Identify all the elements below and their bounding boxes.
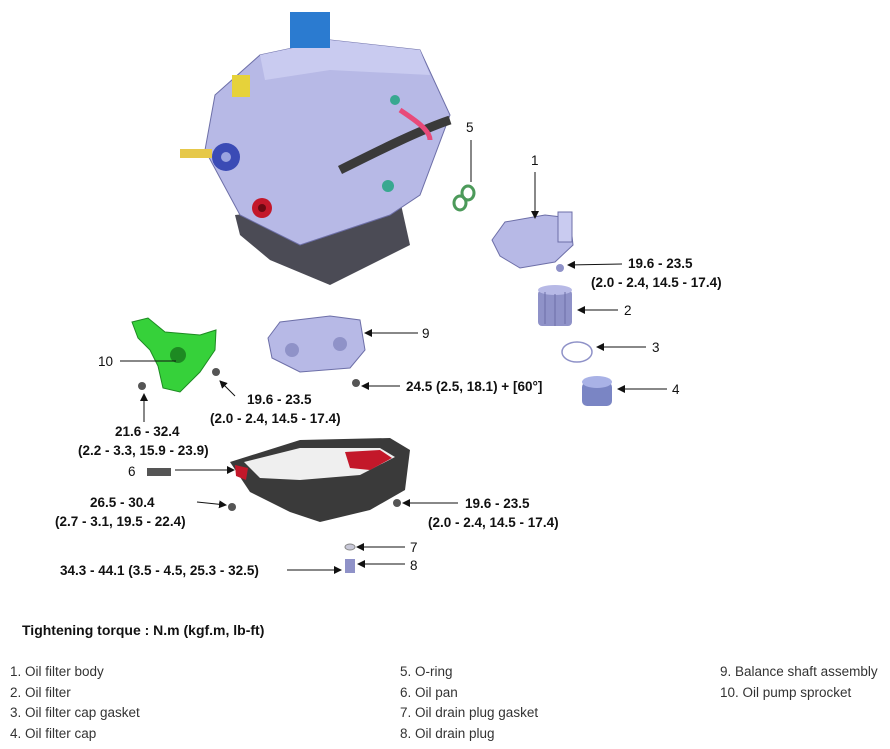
leader-line-sprocket-right-torque [219,380,236,397]
oil-filter-cap-gasket-part [561,341,593,363]
torque-filter-body-line1: 19.6 - 23.5 [628,256,693,271]
callout-2: 2 [624,303,632,318]
callout-8: 8 [410,558,418,573]
legend-column-1: 1. Oil filter body 2. Oil filter 3. Oil … [10,662,140,744]
o-ring-part [452,184,476,212]
oil-filter-body-part [491,211,574,272]
legend-item: 2. Oil filter [10,684,71,700]
callout-10: 10 [98,354,113,369]
legend-item: 1. Oil filter body [10,664,104,679]
oil-filter-part [538,285,572,326]
torque-sprocket-right-line1: 19.6 - 23.5 [247,392,312,407]
legend-item: 10. Oil pump sprocket [720,684,852,700]
torque-sprocket-right-line2: (2.0 - 2.4, 14.5 - 17.4) [210,411,341,426]
torque-oil-pan-left-line2: (2.7 - 3.1, 19.5 - 22.4) [55,514,186,529]
legend-item: 9. Balance shaft assembly [720,664,878,679]
callout-3: 3 [652,340,660,355]
balance-shaft-assembly-part [267,315,366,387]
engine-assembly [180,12,452,285]
oil-filter-cap-part [582,376,612,406]
callout-1: 1 [531,153,539,168]
legend-column-2: 5. O-ring 6. Oil pan 7. Oil drain plug g… [400,662,538,744]
legend-item: 7. Oil drain plug gasket [400,705,539,720]
legend-item: 4. Oil filter cap [10,725,97,741]
legend-item: 3. Oil filter cap gasket [10,705,140,720]
legend-item: 6. Oil pan [400,684,458,700]
callout-9: 9 [422,326,430,341]
torque-drain-plug: 34.3 - 44.1 (3.5 - 4.5, 25.3 - 32.5) [60,563,259,578]
torque-sprocket-left-line1: 21.6 - 32.4 [115,424,180,439]
oil-drain-plug-gasket-part [344,543,356,551]
callout-4: 4 [672,382,680,397]
torque-sprocket-left-line2: (2.2 - 3.3, 15.9 - 23.9) [78,443,209,458]
legend-item: 5. O-ring [400,664,453,679]
torque-units-heading: Tightening torque : N.m (kgf.m, lb-ft) [22,622,265,638]
torque-oil-pan-right-line1: 19.6 - 23.5 [465,496,530,511]
leader-line-oil-pan-left-torque [196,500,227,509]
legend-column-3: 9. Balance shaft assembly 10. Oil pump s… [720,662,878,703]
callout-6: 6 [128,464,136,479]
oil-drain-plug-part [345,559,355,573]
callout-5: 5 [466,120,474,135]
torque-oil-pan-right-line2: (2.0 - 2.4, 14.5 - 17.4) [428,515,559,530]
torque-balance-shaft: 24.5 (2.5, 18.1) + [60°] [406,379,542,394]
oil-pan-part [147,438,410,522]
legend-item: 8. Oil drain plug [400,725,495,741]
exploded-parts-diagram: 5 1 19.6 - 23.5 (2.0 - 2.4, 14.5 - 17.4)… [55,12,722,578]
torque-oil-pan-left-line1: 26.5 - 30.4 [90,495,155,510]
torque-filter-body-line2: (2.0 - 2.4, 14.5 - 17.4) [591,275,722,290]
oil-pump-sprocket-part [131,317,220,393]
callout-7: 7 [410,540,418,555]
leader-line-filter-body-torque [567,260,623,269]
